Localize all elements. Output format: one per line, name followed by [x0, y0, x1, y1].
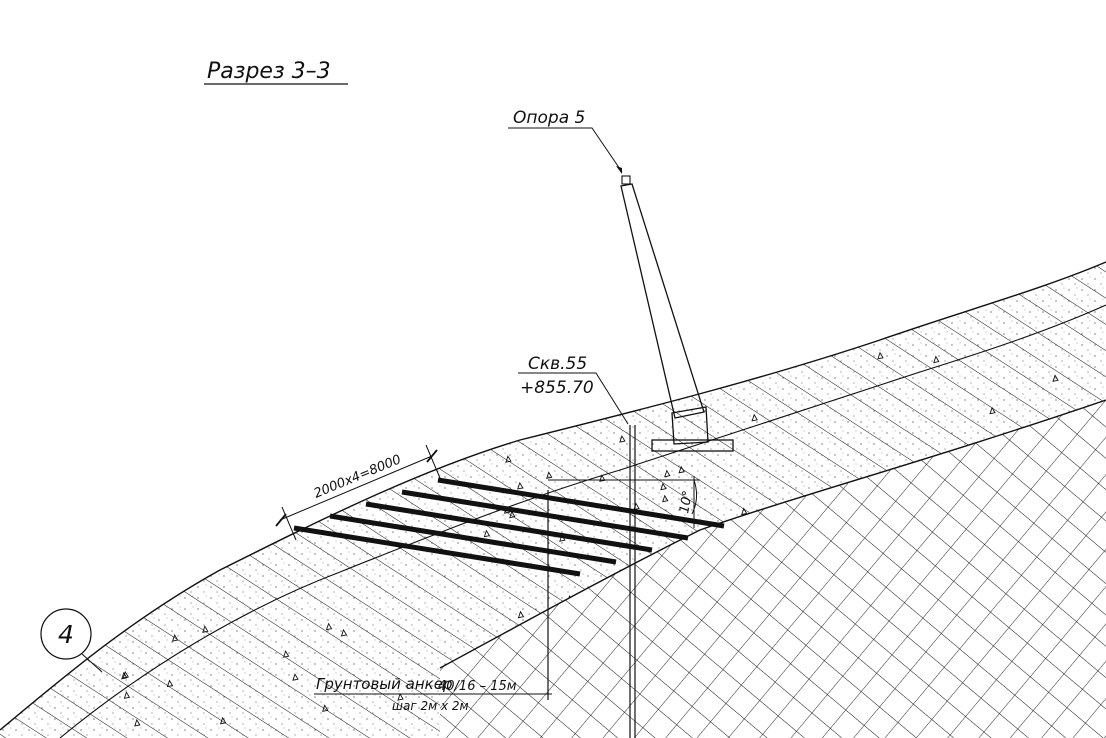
gravel-triangle: [282, 650, 290, 658]
anchor-spacing-dimension: [275, 444, 441, 541]
gravel-triangle: [161, 397, 169, 406]
gravel-triangle: [340, 628, 348, 637]
anchor-bar: [401, 489, 689, 541]
gravel-triangle: [48, 618, 55, 626]
gravel-triangle: [516, 331, 524, 340]
gravel-triangle: [46, 447, 54, 456]
gravel-triangle: [127, 322, 134, 330]
borehole-name: Скв.55: [528, 354, 587, 374]
gravel-triangle: [664, 469, 671, 478]
layer-marker-number: 4: [58, 620, 74, 649]
gravel-triangle: [70, 551, 77, 559]
gravel-triangle: [1052, 374, 1059, 382]
anchor-bar: [437, 477, 725, 529]
rock-boundary-line: [439, 399, 1106, 669]
gravel-triangle: [292, 673, 299, 681]
gravel-triangle: [382, 446, 389, 455]
anchor-callout-line: [314, 693, 552, 700]
support-leader-line: [508, 127, 623, 173]
gravel-triangle: [397, 692, 404, 701]
gravel-triangle: [236, 423, 244, 432]
gravel-triangle: [562, 315, 570, 323]
gravel-triangle: [322, 704, 329, 712]
gravel-triangle: [121, 671, 128, 680]
gravel-triangle: [319, 394, 326, 403]
gravel-triangle: [933, 355, 940, 364]
gravel-triangle: [166, 679, 174, 688]
gravel-triangle: [989, 406, 996, 415]
gravel-triangle: [412, 443, 419, 452]
ground-anchors: [293, 477, 725, 577]
gravel-triangle: [741, 507, 748, 516]
gravel-triangle: [509, 510, 516, 519]
gravel-triangle: [546, 471, 553, 479]
gravel-triangle: [466, 339, 474, 348]
gravel-triangle: [89, 470, 97, 478]
gravel-triangle: [171, 634, 179, 642]
gravel-triangle: [736, 325, 743, 334]
gravel-triangle: [517, 481, 524, 490]
gravel-triangle: [267, 462, 274, 470]
gravel-triangle: [325, 622, 333, 631]
anchor-bar: [329, 513, 617, 565]
anchor-angle-marker: [548, 476, 700, 528]
anchor-label-spec: 40/16 – 15м: [438, 679, 517, 694]
anchor-angle-text: 10°: [677, 489, 696, 514]
support-5: [620, 175, 734, 452]
gravel-triangle: [123, 691, 131, 699]
borehole-elevation: +855.70: [520, 378, 594, 398]
borehole-55: [629, 425, 636, 738]
gravel-triangle: [213, 293, 221, 301]
anchor-bar: [293, 525, 581, 577]
anchor-bar: [365, 501, 653, 553]
gravel-triangle: [599, 474, 606, 482]
layer-marker: [40, 608, 103, 673]
gravel-triangle: [751, 360, 758, 369]
gravel-triangle: [483, 529, 491, 538]
gravel-triangle: [218, 309, 225, 317]
gravel-triangle: [219, 716, 227, 725]
gravel-triangle: [877, 351, 884, 360]
gravel-triangle: [126, 301, 133, 310]
gravel-triangle: [511, 392, 519, 401]
gravel-triangle: [505, 455, 512, 463]
support-leader-arrow: [616, 166, 622, 174]
support-label: Опора 5: [513, 108, 585, 128]
gravel-triangle: [700, 330, 708, 338]
ground-surface-line: [0, 261, 1106, 731]
borehole-leader-line: [518, 372, 629, 425]
gravel-triangle: [660, 482, 667, 491]
gravel-triangle: [107, 445, 114, 454]
gravel-triangle: [65, 359, 72, 368]
gravel-triangle: [751, 413, 758, 422]
gravel-triangle: [619, 434, 626, 443]
gravel-triangle: [335, 502, 343, 511]
section-title: Разрез 3–3: [207, 59, 331, 84]
gravel-triangle: [283, 420, 290, 428]
gravel-triangle: [323, 447, 330, 456]
gravel-triangle: [627, 303, 634, 311]
gravel-triangle: [134, 718, 141, 727]
gravel-triangle: [202, 625, 209, 633]
gravel-triangle: [226, 314, 233, 323]
gravel-triangle: [183, 389, 190, 397]
gravel-triangle: [678, 465, 685, 474]
weathered-layer-line: [59, 304, 1106, 738]
anchor-label-step: шаг 2м х 2м: [392, 699, 469, 713]
gravel-triangle: [517, 610, 525, 619]
gravel-triangle: [662, 494, 669, 503]
anchor-label-main: Грунтовый анкер: [316, 675, 453, 693]
gravel-triangle: [122, 670, 129, 679]
gravel-triangle: [167, 483, 174, 492]
